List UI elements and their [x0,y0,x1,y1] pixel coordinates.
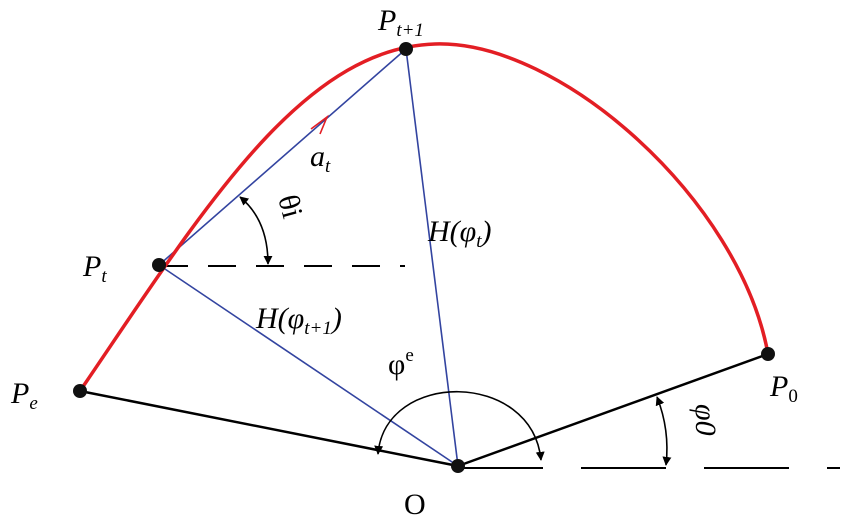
point-pt [152,258,166,272]
label-pt1: Pt+1 [377,4,424,41]
label-phi-0: φ0 [689,404,722,436]
point-origin [451,459,465,473]
label-origin: O [404,488,426,521]
trajectory-curve [78,42,770,392]
label-a-t: at [310,140,331,177]
label-p0: P0 [769,370,798,407]
label-h-phi-t1: H(φt+1) [255,302,342,339]
label-pe: Pe [10,377,38,414]
label-h-phi-t: H(φt) [427,215,492,252]
point-p0 [761,347,775,361]
label-pt: Pt [82,250,107,287]
label-theta-i: θi [271,191,309,221]
a-t-arrowhead [310,114,329,135]
vector-origin-to-pt1-h-phi-t [405,48,459,467]
theta-i-angle-arc [239,196,273,265]
label-phi-e: φe [388,345,414,381]
point-pe [73,384,87,398]
phi-0-angle-arc [655,396,672,466]
point-pt1 [399,42,413,56]
vector-origin-to-pt-h-phi-t1 [158,264,459,467]
phi-e-angle-arc [374,390,545,461]
vector-pt-to-pt1 [158,48,407,266]
